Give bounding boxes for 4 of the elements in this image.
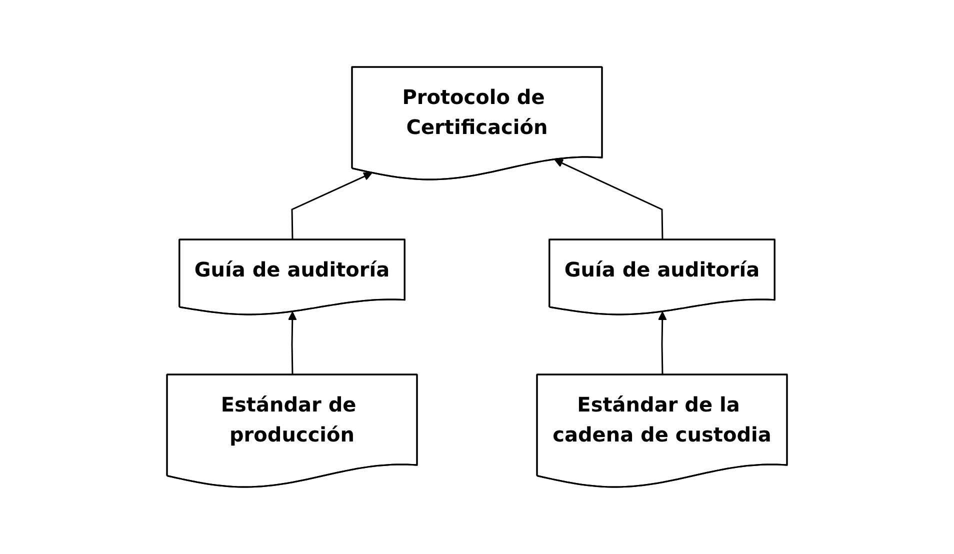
arrow <box>291 172 372 240</box>
arrow <box>288 312 297 376</box>
arrow <box>554 159 664 240</box>
arrow <box>658 312 667 376</box>
